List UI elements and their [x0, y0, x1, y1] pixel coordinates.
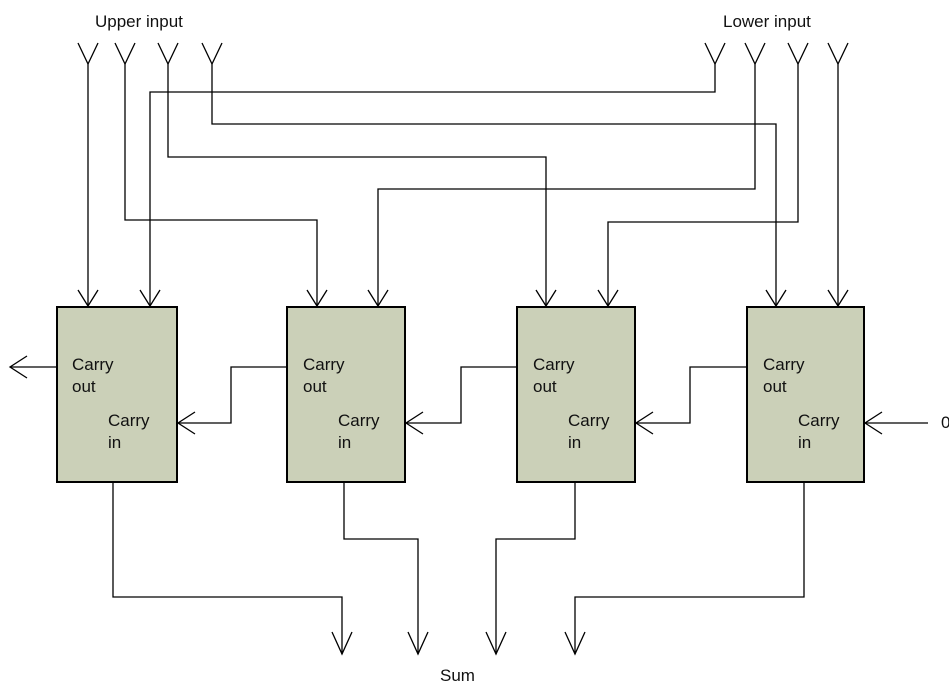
carry-out-label: out: [72, 377, 96, 396]
adder-2: Carry out Carry in: [286, 306, 406, 483]
carry-out-label: Carry: [303, 355, 345, 374]
carry-in-zero-label: 0: [941, 413, 949, 432]
carry-in-label: in: [108, 433, 121, 452]
carry-chain: [8, 355, 928, 435]
arrowhead: [863, 411, 883, 435]
sum-wire-4: [574, 482, 805, 654]
lower-input-terminals: [704, 42, 849, 66]
lower-wire-1: [149, 64, 716, 305]
sum-output-wires: [112, 482, 805, 656]
upper-input-terminal-1: [77, 42, 99, 66]
carry-out-label: out: [533, 377, 557, 396]
arrowhead: [564, 631, 586, 656]
carry-in-label: in: [338, 433, 351, 452]
adder-box: [56, 306, 178, 483]
carry-out-label: out: [303, 377, 327, 396]
lower-wire-3: [607, 64, 799, 305]
lower-input-wires: [149, 64, 839, 305]
carry-out-label: out: [763, 377, 787, 396]
arrowhead: [331, 631, 353, 656]
sum-label: Sum: [440, 666, 475, 685]
upper-wire-2: [124, 64, 318, 305]
adder-1: Carry out Carry in: [56, 306, 178, 483]
carry-wire-3-to-2: [406, 366, 517, 424]
carry-out-final-arrowhead: [8, 355, 28, 379]
carry-wire-4-to-3: [636, 366, 747, 424]
carry-in-label: Carry: [338, 411, 380, 430]
upper-input-label: Upper input: [95, 12, 183, 31]
adder-4: Carry out Carry in: [746, 306, 865, 483]
carry-out-label: Carry: [72, 355, 114, 374]
arrowhead: [485, 631, 507, 656]
sum-wire-1: [112, 482, 343, 654]
lower-input-terminal-3: [787, 42, 809, 66]
upper-input-terminal-3: [157, 42, 179, 66]
upper-wire-3: [167, 64, 547, 305]
carry-out-label: Carry: [533, 355, 575, 374]
lower-wire-2: [377, 64, 756, 305]
carry-in-label: Carry: [108, 411, 150, 430]
lower-input-label: Lower input: [723, 12, 811, 31]
carry-in-label: Carry: [798, 411, 840, 430]
input-arrowheads: [77, 289, 849, 308]
adder-box: [746, 306, 865, 483]
adder-box: [286, 306, 406, 483]
upper-input-terminals: [77, 42, 223, 66]
carry-wire-2-to-1: [178, 366, 287, 424]
upper-input-wires: [87, 64, 777, 305]
carry-out-label: Carry: [763, 355, 805, 374]
sum-wire-2: [343, 482, 419, 654]
lower-input-terminal-1: [704, 42, 726, 66]
arrowhead: [407, 631, 429, 656]
lower-input-terminal-2: [744, 42, 766, 66]
arrowhead: [634, 411, 654, 435]
arrowhead: [176, 411, 196, 435]
adder-3: Carry out Carry in: [516, 306, 636, 483]
arrowhead: [404, 411, 424, 435]
upper-input-terminal-4: [201, 42, 223, 66]
adder-box: [516, 306, 636, 483]
lower-input-terminal-4: [827, 42, 849, 66]
sum-wire-3: [495, 482, 576, 654]
upper-wire-4: [211, 64, 777, 305]
carry-in-label: in: [568, 433, 581, 452]
carry-in-label: Carry: [568, 411, 610, 430]
upper-input-terminal-2: [114, 42, 136, 66]
carry-in-label: in: [798, 433, 811, 452]
